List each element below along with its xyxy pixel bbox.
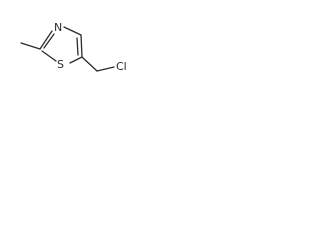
atom-label-n: N xyxy=(54,21,62,34)
bond-c2-n xyxy=(39,30,53,50)
bond-methyl-c2 xyxy=(20,42,41,50)
bond-n-c4 xyxy=(63,26,82,36)
bond-s-c2 xyxy=(41,50,57,62)
bond-c2-n-double xyxy=(43,33,55,49)
bond-c5-ch2 xyxy=(81,56,98,72)
bond-c4-c5-double xyxy=(76,37,79,56)
atom-label-cl: Cl xyxy=(116,60,127,73)
bond-ch2-cl xyxy=(96,66,115,72)
atom-label-s: S xyxy=(57,58,64,71)
molecule-structure: N S Cl xyxy=(20,21,127,73)
bond-c4-c5 xyxy=(80,34,83,58)
bond-c5-s xyxy=(69,56,83,64)
